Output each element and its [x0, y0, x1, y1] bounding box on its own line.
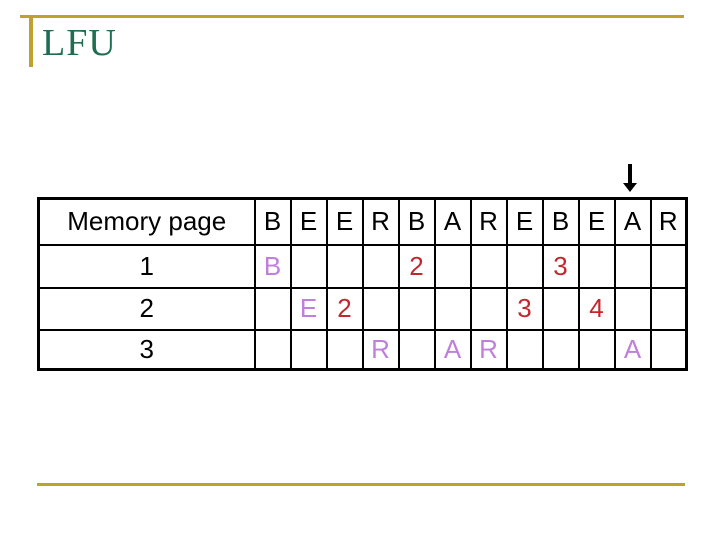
table-cell: A	[433, 328, 472, 371]
table-cell: 3	[541, 243, 580, 289]
table-cell	[541, 328, 580, 371]
table-cell	[469, 286, 508, 331]
down-arrow-icon	[623, 164, 637, 192]
down-arrow-stem	[628, 164, 632, 183]
table-cell	[577, 243, 616, 289]
slide-title: LFU	[42, 22, 117, 64]
table-cell	[505, 328, 544, 371]
reference-cell: R	[469, 197, 508, 246]
reference-cell: A	[613, 197, 652, 246]
reference-cell: R	[649, 197, 688, 246]
table-cell: 2	[397, 243, 436, 289]
title-accent-bar	[29, 15, 33, 67]
table-cell	[289, 243, 328, 289]
table-cell	[289, 328, 328, 371]
table-cell	[649, 328, 688, 371]
table-cell	[397, 328, 436, 371]
table-cell	[325, 243, 364, 289]
reference-cell: A	[433, 197, 472, 246]
bottom-divider-line	[37, 483, 685, 486]
reference-cell: R	[361, 197, 400, 246]
top-divider-line	[20, 15, 684, 18]
table-cell	[541, 286, 580, 331]
table-cell: E	[289, 286, 328, 331]
table-cell	[505, 243, 544, 289]
reference-string-row: Memory page B E E R B A R E B E A R	[37, 197, 688, 246]
table-row: 3 R A R A	[37, 328, 688, 371]
table-cell	[577, 328, 616, 371]
table-cell	[433, 286, 472, 331]
reference-cell: E	[505, 197, 544, 246]
table-cell	[613, 286, 652, 331]
row-label: 3	[37, 328, 256, 371]
reference-cell: E	[577, 197, 616, 246]
corner-cell: Memory page	[37, 197, 256, 246]
reference-cell: E	[325, 197, 364, 246]
row-label: 1	[37, 243, 256, 289]
down-arrow-head	[623, 183, 637, 192]
reference-cell: B	[541, 197, 580, 246]
table-cell: 3	[505, 286, 544, 331]
table-cell	[649, 286, 688, 331]
table-cell	[253, 286, 292, 331]
table-cell	[361, 243, 400, 289]
table-cell: R	[469, 328, 508, 371]
reference-cell: E	[289, 197, 328, 246]
table-cell	[253, 328, 292, 371]
table-cell	[325, 328, 364, 371]
table-cell	[613, 243, 652, 289]
table-cell	[397, 286, 436, 331]
memory-page-table: Memory page B E E R B A R E B E A R 1 B …	[37, 197, 688, 371]
reference-cell: B	[397, 197, 436, 246]
reference-cell: B	[253, 197, 292, 246]
table-cell	[361, 286, 400, 331]
table-cell: R	[361, 328, 400, 371]
table-row: 1 B 2 3	[37, 243, 688, 289]
table-row: 2 E 2 3 4	[37, 286, 688, 331]
table-cell	[469, 243, 508, 289]
table-cell: 2	[325, 286, 364, 331]
table-cell: B	[253, 243, 292, 289]
table-cell: 4	[577, 286, 616, 331]
table-cell	[649, 243, 688, 289]
table-cell: A	[613, 328, 652, 371]
table-cell	[433, 243, 472, 289]
row-label: 2	[37, 286, 256, 331]
